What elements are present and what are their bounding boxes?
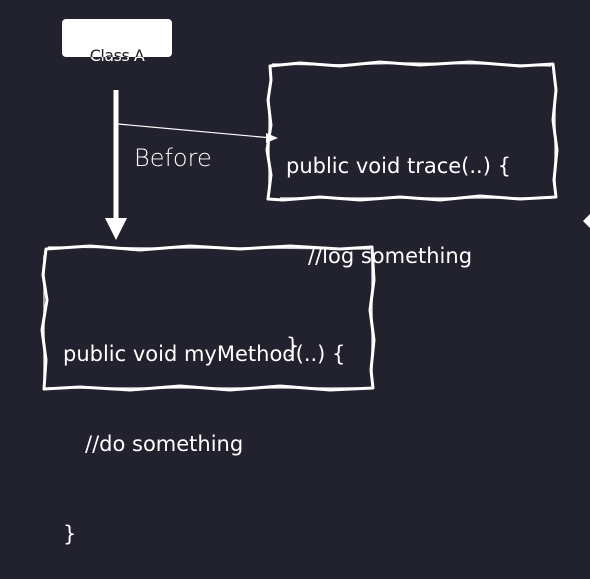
method-box-border [40,244,376,392]
method-box-border-rough [43,246,373,389]
diagram-canvas [40,60,590,392]
method-code-block: public void myMethod(..) { //do somethin… [63,279,345,579]
class-a-label-overflow: Class A [62,57,172,65]
flow-arrow-head [105,218,127,240]
method-code-line-2: //do something [85,432,244,456]
advice-box-border-rough [268,62,556,199]
advice-code-line-3: } [286,334,300,358]
advice-code-line-1: public void trace(..) { [286,154,511,178]
advice-code-block: public void trace(..) { //log something … [286,91,511,391]
advice-connector-line [117,123,273,139]
advice-code-line-2: //log something [308,244,473,268]
class-a-label: Class A [89,46,145,57]
edge-marker-icon [583,214,590,228]
advice-connector-head [266,133,278,143]
class-a-tab: Class A [62,19,172,57]
method-code-line-3: } [63,522,77,546]
before-label: Before [134,144,212,172]
method-code-line-1: public void myMethod(..) { [63,342,346,366]
